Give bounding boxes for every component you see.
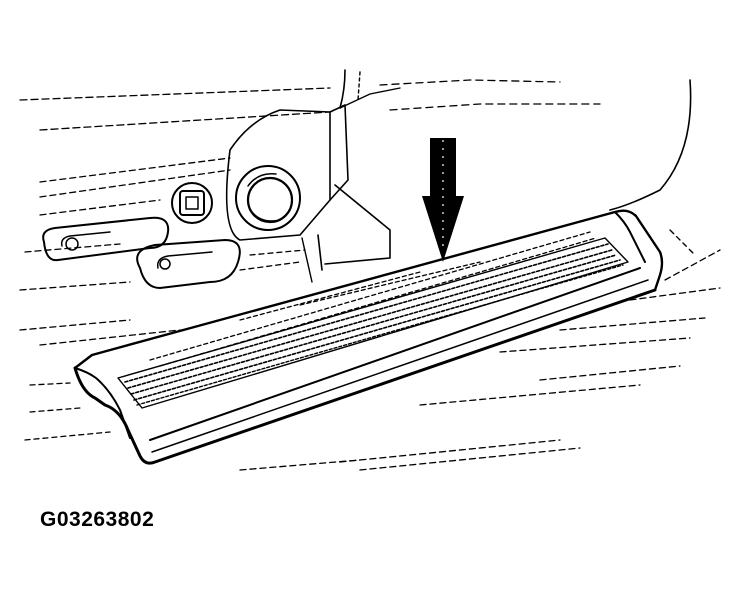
door-trim-panel: [19, 69, 601, 346]
figure-id-label: G03263802: [40, 508, 155, 531]
lock-knob-icon: [235, 165, 301, 231]
body-contours: [24, 79, 721, 471]
door-handle-icon: [42, 216, 170, 262]
scuff-plate: [73, 209, 664, 465]
down-arrow-icon: [422, 138, 464, 262]
window-switch-icon: [171, 182, 213, 224]
pull-cup-icon: [136, 239, 241, 289]
